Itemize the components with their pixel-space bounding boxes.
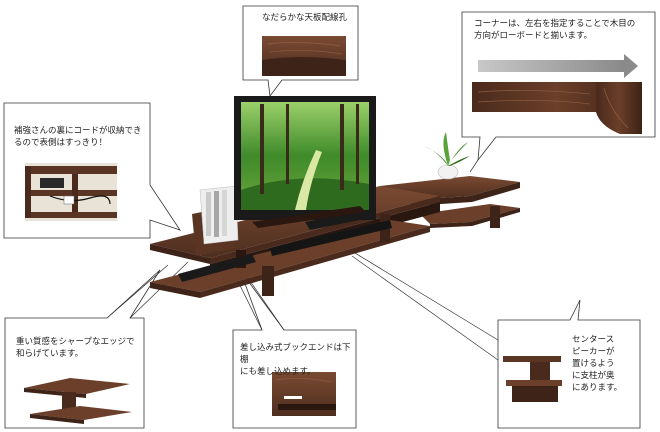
speaker-post-sample [503,356,562,402]
wood-grommet-sample [262,36,346,76]
callout-left: 補強さんの裏にコードが収納でき るので表側はすっきり！ [14,125,154,149]
callout-top-right: コーナーは、左右を指定することで木目の 方向がローボードと揃います。 [474,18,654,42]
plant [424,132,470,180]
callout-bottom-right-text: センタース ピーカーが 置けるよう に支柱が奥 にあります。 [572,335,623,393]
bookend-slot-sample [272,372,336,416]
callout-bottom-right: センタース ピーカーが 置けるよう に支柱が奥 にあります。 [572,334,638,394]
cord-storage-photo [25,163,117,221]
callout-bottom-center-text: 差し込み式ブックエンドは下棚 にも差し込めます。 [240,343,351,377]
right-arrow-icon [478,54,638,78]
callout-top-center-text: なだらかな天板配線孔 [262,13,348,23]
callout-bottom-center: 差し込み式ブックエンドは下棚 にも差し込めます。 [240,342,358,378]
callout-left-text: 補強さんの裏にコードが収納でき るので表側はすっきり！ [14,126,142,148]
callout-bottom-left: 重い質感をシャープなエッジで 和らげています。 [16,336,144,360]
tv [234,96,376,228]
sharp-edge-sample [24,378,132,424]
callout-top-center: なだらかな天板配線孔 [262,12,354,24]
callout-top-right-text: コーナーは、左右を指定することで木目の 方向がローボードと揃います。 [474,19,636,41]
callout-bottom-left-text: 重い質感をシャープなエッジで 和らげています。 [16,337,135,359]
corner-wood-sample [472,82,642,134]
